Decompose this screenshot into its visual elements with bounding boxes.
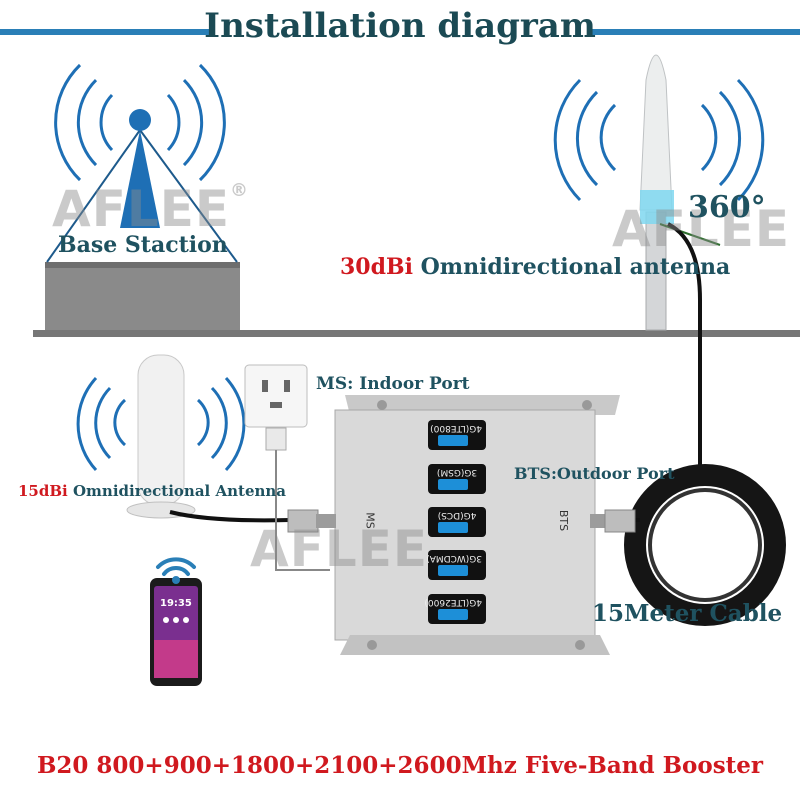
outdoor-port-label: BTS:Outdoor Port xyxy=(514,464,675,483)
cable-label: 15Meter Cable xyxy=(592,600,783,627)
band-panel: 4G(LTE2600) xyxy=(424,594,486,624)
tower-icon xyxy=(46,109,238,263)
building xyxy=(45,262,240,330)
power-outlet-icon xyxy=(244,364,308,451)
watermark: AFLEE xyxy=(612,200,791,258)
roof-line xyxy=(33,330,800,337)
band-panel: 3G(GSM) xyxy=(428,464,486,494)
outdoor-cable xyxy=(667,222,702,470)
outdoor-antenna-icon xyxy=(639,54,721,331)
smartphone-icon xyxy=(150,578,202,686)
power-cable xyxy=(275,450,330,571)
outdoor-signal-icon xyxy=(553,78,765,202)
wifi-icon xyxy=(156,557,196,584)
band-panel: 3G(WCDMA) xyxy=(426,550,486,580)
band-label: 4G(DCS) xyxy=(437,510,477,520)
indoor-antenna-name: Omnidirectional Antenna xyxy=(72,482,287,500)
base-station-label: Base Staction xyxy=(58,232,228,258)
watermark: AFLEE xyxy=(250,520,429,578)
band-label: 3G(GSM) xyxy=(436,467,478,477)
watermark: AFLEE® xyxy=(52,180,250,238)
outdoor-antenna-label: 30dBi Omnidirectional antenna xyxy=(340,254,730,280)
outdoor-antenna-name: Omnidirectional antenna xyxy=(420,254,731,280)
indoor-cable xyxy=(169,510,291,523)
degree-label: 360° xyxy=(688,190,766,225)
cable-coil-icon xyxy=(624,464,786,626)
indoor-signal-icon xyxy=(76,376,246,472)
band-label: 4G(LTE800) xyxy=(430,423,482,433)
product-footer: B20 800+900+1800+2100+2600Mhz Five-Band … xyxy=(36,752,764,779)
indoor-gain: 15dBi xyxy=(18,482,68,500)
tower-signal-icon xyxy=(54,63,226,182)
booster-bts-label: BTS xyxy=(557,509,571,532)
indoor-connector-icon xyxy=(287,509,336,533)
indoor-antenna-label: 15dBi Omnidirectional Antenna xyxy=(18,482,286,500)
band-label: 3G(WCDMA) xyxy=(426,553,482,563)
band-panel: 4G(LTE800) xyxy=(428,420,486,450)
indoor-port-label: MS: Indoor Port xyxy=(316,374,470,394)
diagram-title: Installation diagram xyxy=(204,6,596,46)
outdoor-gain: 30dBi xyxy=(340,254,413,280)
band-panel: 4G(DCS) xyxy=(428,507,486,537)
outdoor-connector-icon xyxy=(590,509,636,533)
title-rule-left xyxy=(0,29,215,35)
band-label: 4G(LTE2600) xyxy=(424,597,482,607)
title-rule-right xyxy=(592,29,800,35)
phone-time: 19:35 xyxy=(160,598,192,609)
